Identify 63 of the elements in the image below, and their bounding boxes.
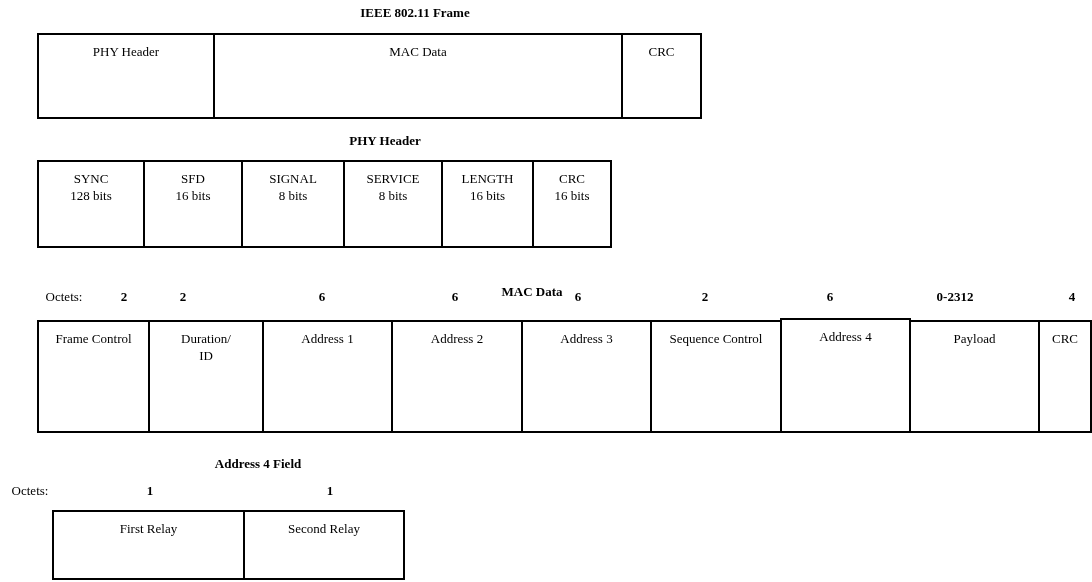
octet-count: 1 bbox=[326, 483, 334, 499]
field-box bbox=[37, 320, 150, 433]
field-box bbox=[441, 160, 534, 248]
octet-count: 6 bbox=[451, 289, 459, 305]
frame-title: IEEE 802.11 Frame bbox=[360, 5, 470, 21]
field-name: SERVICE bbox=[365, 170, 421, 187]
octet-count: 0-2312 bbox=[936, 289, 974, 305]
field-name: First Relay bbox=[118, 520, 179, 537]
field-box bbox=[532, 160, 612, 248]
field-box bbox=[909, 320, 1040, 433]
field-name: Address 3 bbox=[559, 330, 614, 347]
field-size: 8 bits bbox=[377, 187, 409, 204]
octets-label: Octets: bbox=[45, 289, 83, 305]
field-box bbox=[650, 320, 782, 433]
field-name: CRC bbox=[1051, 330, 1079, 347]
octet-count: 4 bbox=[1068, 289, 1076, 305]
field-name: Frame Control bbox=[54, 330, 133, 347]
field-box bbox=[52, 510, 245, 580]
field-box bbox=[1038, 320, 1092, 433]
octet-count: 6 bbox=[318, 289, 326, 305]
field-box bbox=[521, 320, 652, 433]
octet-count: 1 bbox=[146, 483, 154, 499]
field-name: Second Relay bbox=[287, 520, 361, 537]
octet-count: 6 bbox=[574, 289, 582, 305]
field-box bbox=[143, 160, 243, 248]
field-name: Duration/ID bbox=[180, 330, 232, 364]
field-box bbox=[213, 33, 623, 119]
field-box bbox=[37, 160, 145, 248]
field-size: 8 bits bbox=[277, 187, 309, 204]
section-title: MAC Data bbox=[501, 284, 563, 300]
field-name: LENGTH bbox=[460, 170, 515, 187]
field-box bbox=[343, 160, 443, 248]
field-name: SIGNAL bbox=[268, 170, 318, 187]
octet-count: 2 bbox=[701, 289, 709, 305]
field-box bbox=[148, 320, 264, 433]
field-size: 16 bits bbox=[174, 187, 212, 204]
section-title: Address 4 Field bbox=[214, 456, 302, 472]
field-name: CRC bbox=[647, 43, 676, 60]
field-name: PHY Header bbox=[91, 43, 161, 60]
field-size: 16 bits bbox=[468, 187, 506, 204]
field-size: 16 bits bbox=[553, 187, 591, 204]
field-name: Sequence Control bbox=[668, 330, 764, 347]
field-size: 128 bits bbox=[69, 187, 113, 204]
field-name: Address 1 bbox=[300, 330, 355, 347]
field-box bbox=[780, 318, 911, 433]
field-box bbox=[37, 33, 215, 119]
octet-count: 6 bbox=[826, 289, 834, 305]
field-name: SFD bbox=[180, 170, 206, 187]
field-box bbox=[243, 510, 405, 580]
field-name: MAC Data bbox=[388, 43, 448, 60]
field-box bbox=[262, 320, 393, 433]
field-box bbox=[391, 320, 523, 433]
field-name: Address 2 bbox=[429, 330, 485, 347]
field-name: Payload bbox=[952, 330, 997, 347]
field-name: CRC bbox=[558, 170, 586, 187]
octet-count: 2 bbox=[179, 289, 187, 305]
field-box bbox=[241, 160, 345, 248]
section-title: PHY Header bbox=[349, 133, 421, 149]
field-name: SYNC bbox=[72, 170, 110, 187]
octet-count: 2 bbox=[120, 289, 128, 305]
field-name: Address 4 bbox=[818, 328, 873, 345]
field-box bbox=[621, 33, 702, 119]
octets-label: Octets: bbox=[11, 483, 49, 499]
